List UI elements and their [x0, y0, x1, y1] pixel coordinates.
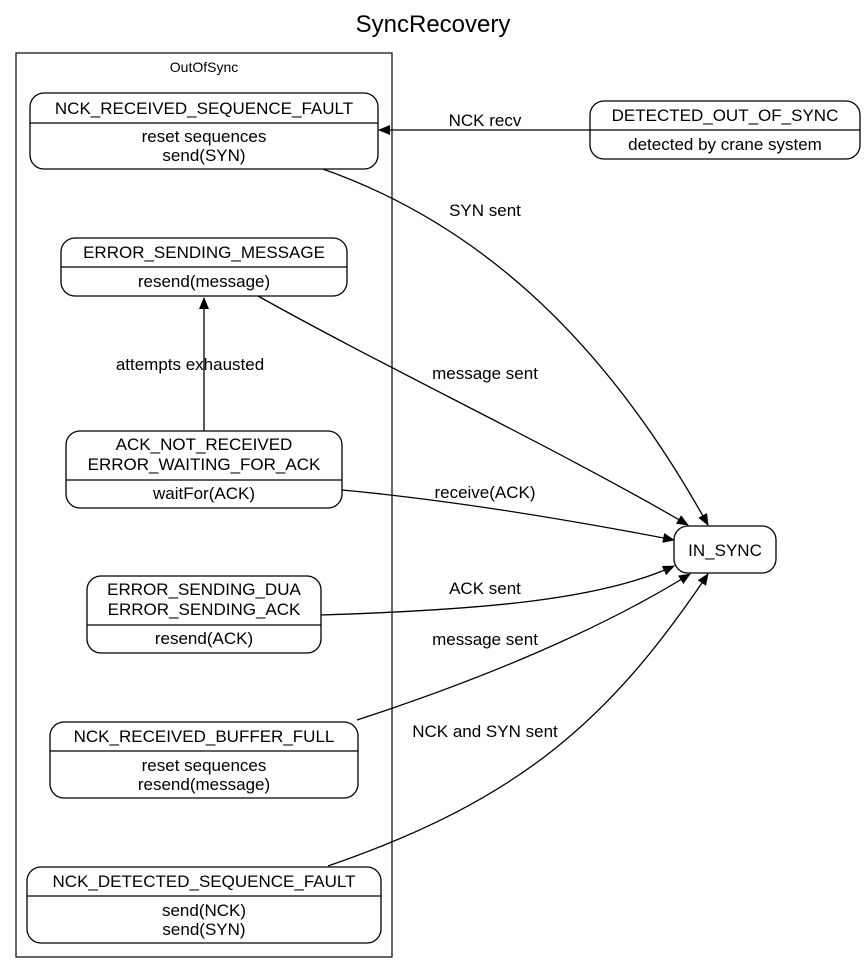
state-nck-received-sequence-fault: NCK_RECEIVED_SEQUENCE_FAULT reset sequen… — [29, 92, 379, 170]
edge-label-syn-sent: SYN sent — [449, 201, 521, 220]
state-in-sync: IN_SYNC — [673, 525, 777, 574]
state-action: detected by crane system — [628, 135, 822, 154]
state-nck-received-buffer-full: NCK_RECEIVED_BUFFER_FULL reset sequences… — [49, 721, 359, 799]
state-action: reset sequences — [142, 127, 267, 146]
state-action: resend(message) — [138, 775, 270, 794]
state-name: NCK_RECEIVED_SEQUENCE_FAULT — [55, 99, 353, 118]
state-name: ACK_NOT_RECEIVED — [116, 435, 293, 454]
edge-label-ack-sent: ACK sent — [449, 579, 521, 598]
state-action: send(SYN) — [162, 920, 245, 939]
state-name: ERROR_SENDING_ACK — [108, 600, 301, 619]
cluster-label: OutOfSync — [170, 59, 238, 75]
edge-label-message-sent-2: message sent — [432, 630, 538, 649]
state-action: waitFor(ACK) — [152, 484, 255, 503]
edge-label-attempts-exhausted: attempts exhausted — [116, 355, 264, 374]
cluster-outofsync — [15, 52, 393, 958]
edge-receive-ack — [341, 489, 675, 543]
state-error-sending-dua: ERROR_SENDING_DUA ERROR_SENDING_ACK rese… — [86, 575, 322, 654]
edge-message-sent-1 — [257, 295, 689, 526]
state-detected-out-of-sync: DETECTED_OUT_OF_SYNC detected by crane s… — [589, 100, 861, 160]
state-name: DETECTED_OUT_OF_SYNC — [612, 106, 839, 125]
edge-ack-sent — [320, 565, 675, 616]
state-action: send(NCK) — [162, 901, 246, 920]
edge-message-sent-2 — [356, 573, 691, 721]
edge-nck-and-syn-sent — [327, 573, 709, 867]
diagram-title: SyncRecovery — [356, 11, 511, 38]
state-nck-detected-sequence-fault: NCK_DETECTED_SEQUENCE_FAULT send(NCK) se… — [26, 866, 382, 944]
state-name: ERROR_SENDING_DUA — [107, 580, 301, 599]
state-name: NCK_RECEIVED_BUFFER_FULL — [74, 727, 335, 746]
edge-label-nck-recv: NCK recv — [449, 111, 522, 130]
state-name: IN_SYNC — [688, 541, 762, 560]
edge-label-receive-ack: receive(ACK) — [434, 483, 535, 502]
state-action: reset sequences — [142, 756, 267, 775]
state-ack-not-received: ACK_NOT_RECEIVED ERROR_WAITING_FOR_ACK w… — [65, 430, 343, 509]
edge-label-message-sent-1: message sent — [432, 364, 538, 383]
edge-syn-sent — [319, 167, 709, 526]
edge-label-nck-and-syn-sent: NCK and SYN sent — [412, 722, 558, 741]
state-action: send(SYN) — [162, 146, 245, 165]
state-action: resend(message) — [138, 272, 270, 291]
state-error-sending-message: ERROR_SENDING_MESSAGE resend(message) — [60, 237, 348, 297]
state-name: ERROR_WAITING_FOR_ACK — [88, 455, 321, 474]
state-action: resend(ACK) — [155, 629, 253, 648]
state-name: NCK_DETECTED_SEQUENCE_FAULT — [53, 872, 356, 891]
state-name: ERROR_SENDING_MESSAGE — [83, 243, 325, 262]
